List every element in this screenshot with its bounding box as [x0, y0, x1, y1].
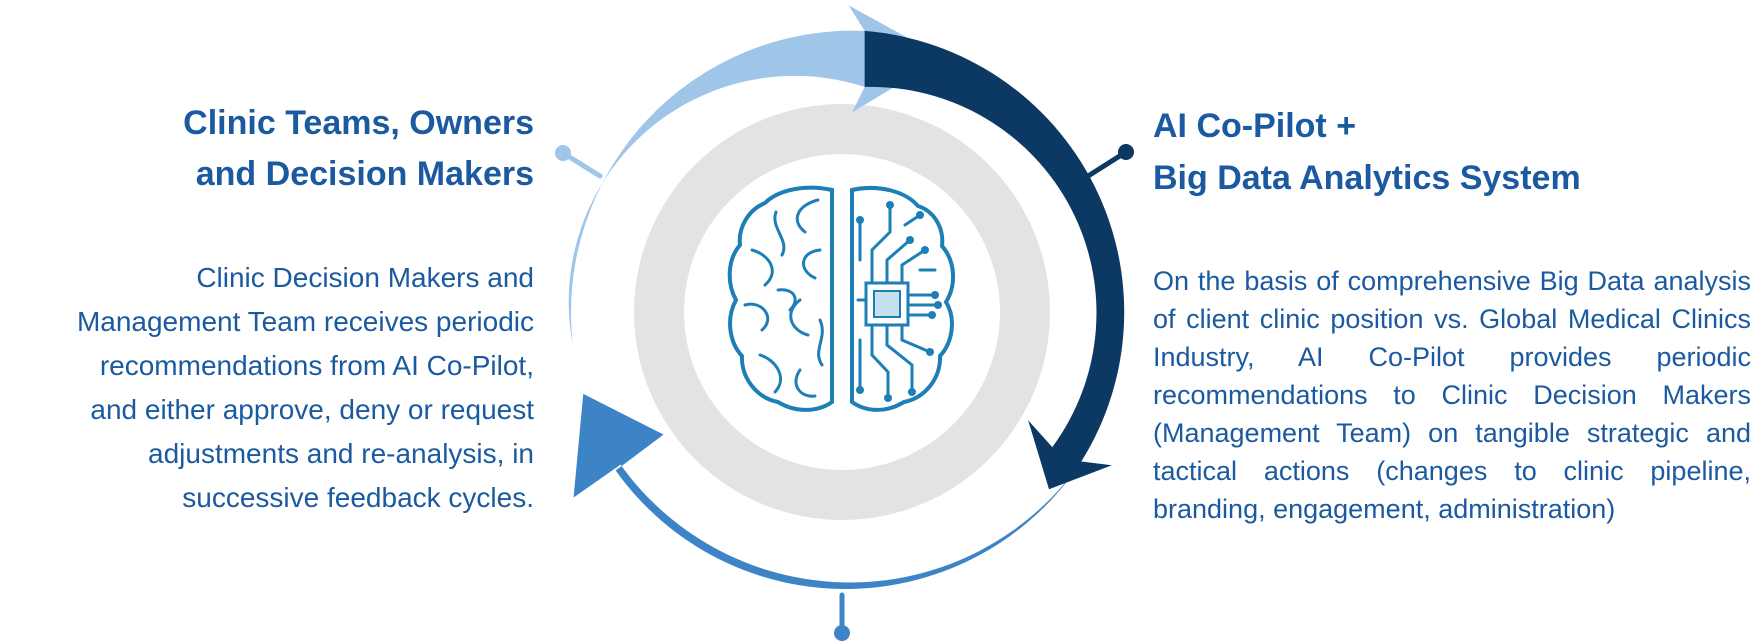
circuit-node [928, 311, 936, 319]
circuit-node [908, 388, 916, 396]
bottom-connector-dot [834, 625, 850, 641]
right-title-line: AI Co-Pilot + [1153, 107, 1357, 145]
left-description-line: Clinic Decision Makers and [196, 262, 534, 293]
brain-chip-core [873, 290, 901, 318]
circuit-node [926, 348, 934, 356]
circuit-node [906, 236, 914, 244]
left-description-line: successive feedback cycles. [182, 482, 534, 513]
brain-circuit-traces [856, 203, 940, 400]
brain-left-hemisphere [727, 185, 834, 412]
circuit-node [934, 301, 942, 309]
left-description: Clinic Decision Makers and Management Te… [0, 256, 534, 520]
right-connector-line [1082, 149, 1129, 181]
brain-left-folds [743, 198, 824, 398]
circuit-node [884, 394, 892, 402]
right-title-line: Big Data Analytics System [1153, 159, 1581, 197]
left-description-line: adjustments and re-analysis, in [148, 438, 534, 469]
circuit-node [921, 246, 929, 254]
right-description: On the basis of comprehensive Big Data a… [1153, 266, 1751, 524]
left-description-line: and either approve, deny or request [90, 394, 534, 425]
feedback-arrow-segment [573, 393, 1082, 590]
right-connector-dot [1118, 144, 1134, 160]
circuit-node [886, 201, 894, 209]
circuit-node [916, 211, 924, 219]
left-title: Clinic Teams, Owners and Decision Makers [150, 98, 534, 200]
left-description-line: recommendations from AI Co-Pilot, [99, 350, 534, 381]
circuit-node [856, 386, 864, 394]
left-title-line: and Decision Makers [195, 155, 534, 193]
ai-co-pilot-arrow-segment [864, 30, 1125, 490]
circuit-node [856, 216, 864, 224]
left-description-line: Management Team receives periodic [76, 306, 534, 337]
brain-circuit-icon [727, 185, 956, 412]
right-title: AI Co-Pilot + Big Data Analytics System [1153, 100, 1753, 204]
circuit-node [931, 291, 939, 299]
left-title-line: Clinic Teams, Owners [183, 104, 534, 142]
left-connector-dot [555, 145, 571, 161]
